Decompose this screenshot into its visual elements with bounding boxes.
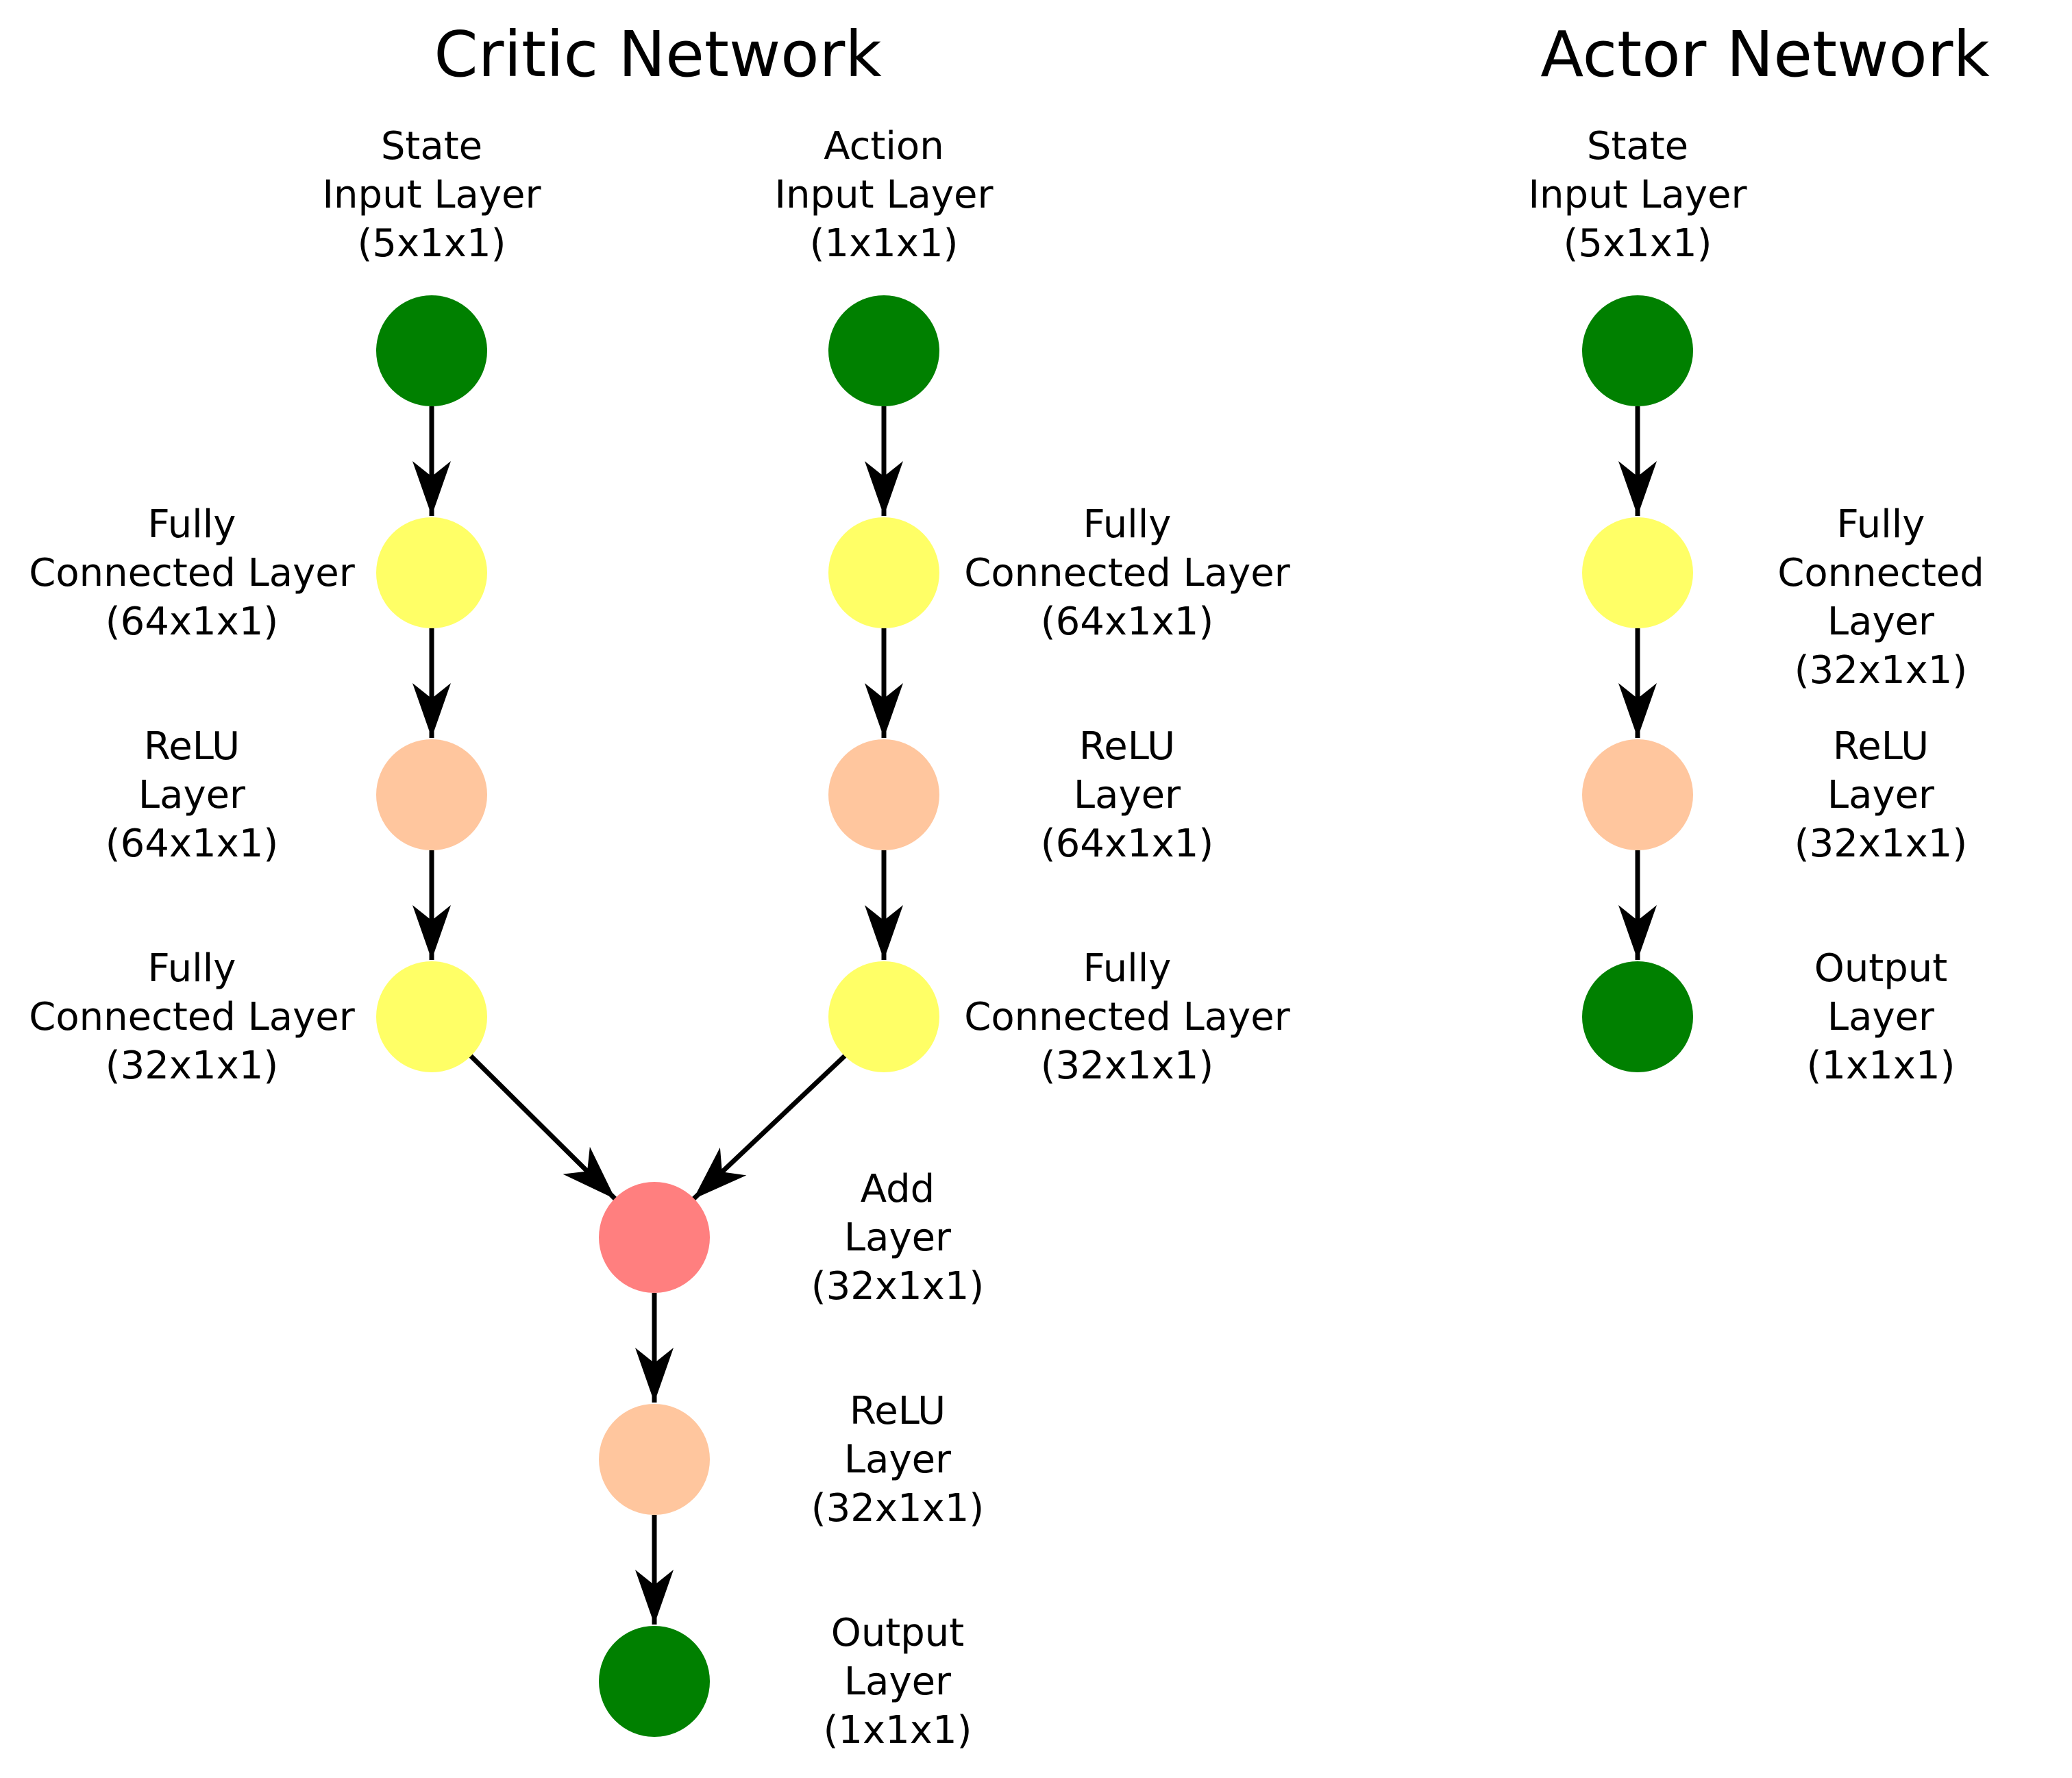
critic-state-relu-node	[376, 739, 487, 850]
critic-action-fc2-label: Fully Connected Layer (32x1x1)	[964, 946, 1290, 1088]
critic-action-input-label: Action Input Layer (1x1x1)	[774, 124, 994, 266]
critic-action-fc2-node	[828, 961, 939, 1072]
actor-state-input-node	[1582, 295, 1693, 406]
critic-action-relu-label: ReLU Layer (64x1x1)	[1040, 724, 1214, 866]
critic-output-node	[599, 1626, 710, 1737]
critic-state-fc1-label: Fully Connected Layer (64x1x1)	[29, 502, 355, 644]
critic-state-input-label: State Input Layer (5x1x1)	[322, 124, 541, 266]
critic-state-fc2-label: Fully Connected Layer (32x1x1)	[29, 946, 355, 1088]
critic-relu2-node	[599, 1404, 710, 1515]
critic-network-title: Critic Network	[434, 18, 882, 91]
actor-fc-node	[1582, 517, 1693, 628]
critic-action-fc1-node	[828, 517, 939, 628]
critic-state-input-node	[376, 295, 487, 406]
actor-relu-label: ReLU Layer (32x1x1)	[1794, 724, 1968, 866]
actor-output-node	[1582, 961, 1693, 1072]
critic-relu2-label: ReLU Layer (32x1x1)	[811, 1389, 985, 1531]
critic-output-label: Output Layer (1x1x1)	[823, 1611, 972, 1753]
actor-state-input-label: State Input Layer (5x1x1)	[1528, 124, 1747, 266]
arrow-critic-action-fc2-to-add	[691, 1054, 847, 1201]
actor-relu-node	[1582, 739, 1693, 850]
critic-action-fc1-label: Fully Connected Layer (64x1x1)	[964, 502, 1290, 644]
arrow-critic-state-fc2-to-add	[469, 1054, 617, 1201]
critic-action-relu-node	[828, 739, 939, 850]
critic-state-fc1-node	[376, 517, 487, 628]
actor-output-label: Output Layer (1x1x1)	[1806, 946, 1956, 1088]
actor-fc-label: Fully Connected Layer (32x1x1)	[1777, 502, 1984, 693]
critic-state-fc2-node	[376, 961, 487, 1072]
critic-add-label: Add Layer (32x1x1)	[811, 1167, 985, 1309]
critic-action-input-node	[828, 295, 939, 406]
critic-state-relu-label: ReLU Layer (64x1x1)	[105, 724, 279, 866]
critic-add-node	[599, 1182, 710, 1293]
actor-network-title: Actor Network	[1540, 18, 1990, 91]
